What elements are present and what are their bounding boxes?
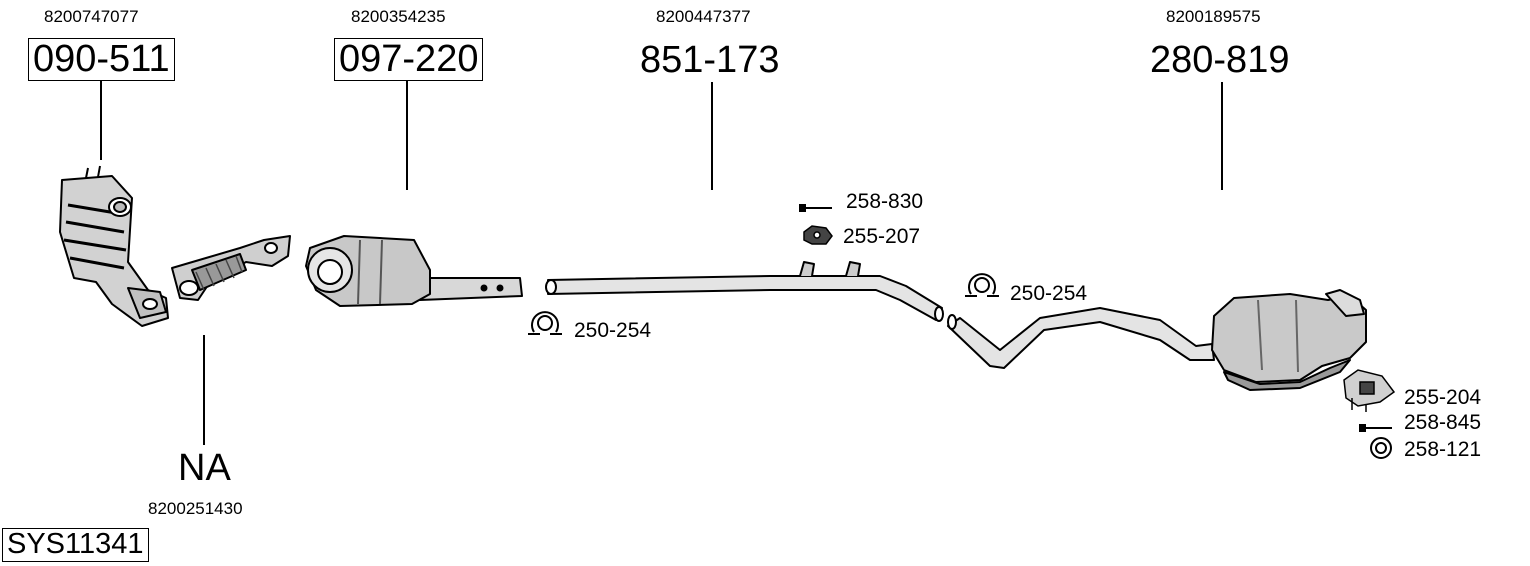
leader-lines	[100, 80, 1223, 445]
ring-gasket-icon	[1370, 437, 1392, 459]
part-number-280-819[interactable]: 280-819	[1150, 39, 1290, 81]
oem-number-280-819: 8200189575	[1166, 7, 1261, 26]
rubber-mount-icon	[803, 225, 833, 245]
part-number-090-511[interactable]: 090-511	[28, 38, 175, 81]
part-number-na: NA	[178, 447, 231, 489]
part-number-097-220[interactable]: 097-220	[334, 38, 484, 81]
oem-number-097-220: 8200354235	[351, 7, 446, 26]
bracket-icon	[1343, 369, 1396, 412]
part-number-851-173[interactable]: 851-173	[640, 39, 780, 81]
oem-number-na: 8200251430	[148, 499, 243, 518]
accessory-label-258-121[interactable]: 258-121	[1404, 438, 1482, 461]
oem-number-090-511: 8200747077	[44, 7, 139, 26]
oem-number-851-173: 8200447377	[656, 7, 751, 26]
rear-silencer-drawing	[947, 289, 1367, 391]
accessory-label-258-845[interactable]: 258-845	[1404, 411, 1482, 434]
middle-pipe-drawing	[545, 261, 944, 322]
clamp-icon	[965, 273, 999, 297]
flex-pipe-drawing	[171, 235, 291, 301]
accessory-label-255-207[interactable]: 255-207	[843, 225, 921, 248]
accessory-label-255-204[interactable]: 255-204	[1404, 386, 1482, 409]
catalytic-converter-drawing	[59, 165, 169, 327]
accessory-label-250-254-rear[interactable]: 250-254	[1010, 282, 1088, 305]
bolt-icon	[799, 204, 832, 212]
particulate-filter-drawing	[305, 235, 523, 307]
system-code-badge: SYS11341	[2, 528, 149, 562]
accessory-label-250-254-front[interactable]: 250-254	[574, 319, 652, 342]
bolt-icon	[1359, 424, 1392, 432]
accessory-label-258-830[interactable]: 258-830	[846, 190, 924, 213]
clamp-icon	[528, 311, 562, 335]
